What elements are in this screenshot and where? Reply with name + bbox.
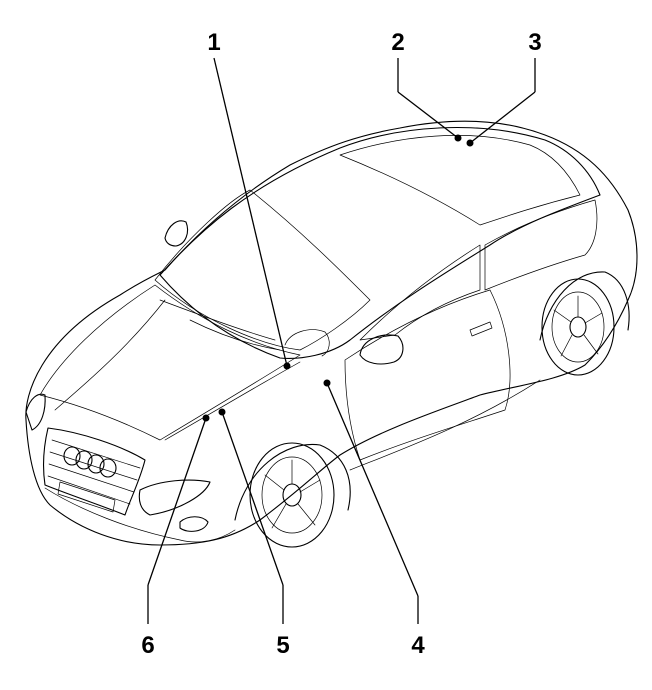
interior-mirror — [284, 329, 330, 357]
car-illustration — [25, 120, 638, 548]
car-body-outline — [25, 120, 638, 546]
leader-3b — [469, 91, 536, 144]
hood-line-side — [164, 361, 301, 441]
side-window-front — [359, 244, 481, 341]
leader-6 — [147, 417, 207, 586]
callout-label-4: 4 — [411, 632, 425, 659]
wiper-left — [159, 299, 276, 341]
dot-4 — [323, 379, 331, 387]
leader-5 — [221, 411, 284, 586]
dot-5 — [218, 408, 226, 416]
front-wheel — [234, 442, 351, 548]
headlight-right — [138, 479, 211, 516]
mirror-left — [164, 220, 189, 247]
callout-label-5: 5 — [276, 632, 289, 659]
front-bumper — [44, 487, 236, 543]
audi-rings-logo — [63, 446, 117, 478]
dot-6 — [202, 414, 210, 422]
callout-dots — [202, 134, 474, 422]
fog-light — [179, 516, 209, 532]
leader-1 — [213, 57, 288, 367]
dot-1 — [283, 362, 291, 370]
mirror-right — [359, 334, 404, 365]
callout-label-1: 1 — [207, 29, 220, 56]
roof-outline — [159, 127, 601, 359]
headlight-left — [25, 393, 46, 431]
rear-wheel — [539, 271, 630, 376]
callout-label-2: 2 — [391, 29, 404, 56]
door-handle — [469, 321, 493, 337]
callout-label-6: 6 — [141, 632, 154, 659]
license-plate — [57, 481, 116, 513]
callout-labels: 1 2 3 4 5 6 — [141, 29, 541, 659]
front-grille — [43, 427, 146, 516]
dot-3 — [466, 139, 474, 147]
callout-label-3: 3 — [528, 29, 541, 56]
side-window-rear — [484, 199, 598, 291]
grille-mesh — [47, 439, 141, 505]
door-outline — [344, 289, 511, 461]
sunroof-panel — [339, 135, 581, 226]
leader-4 — [326, 382, 419, 597]
side-sill — [349, 379, 541, 471]
wiper-right — [189, 319, 281, 351]
callout-leaders — [147, 57, 536, 624]
dot-2 — [454, 134, 462, 142]
hood — [39, 284, 301, 441]
windshield — [154, 189, 371, 351]
hood-line-center — [54, 299, 166, 411]
leader-2b — [397, 91, 459, 139]
